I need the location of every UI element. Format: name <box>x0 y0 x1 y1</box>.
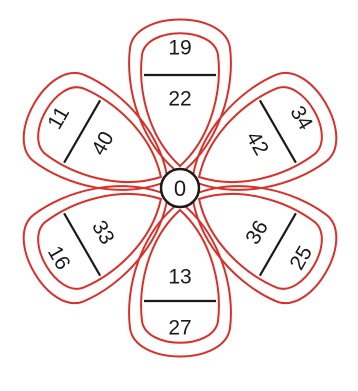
center-circle: 0 <box>161 169 199 207</box>
petal-inner-number: 22 <box>168 88 191 111</box>
petal-outer-number: 19 <box>168 37 191 60</box>
center-value: 0 <box>174 176 186 201</box>
petal-outer-number: 27 <box>168 317 191 340</box>
petal-inner-number: 13 <box>168 266 191 289</box>
